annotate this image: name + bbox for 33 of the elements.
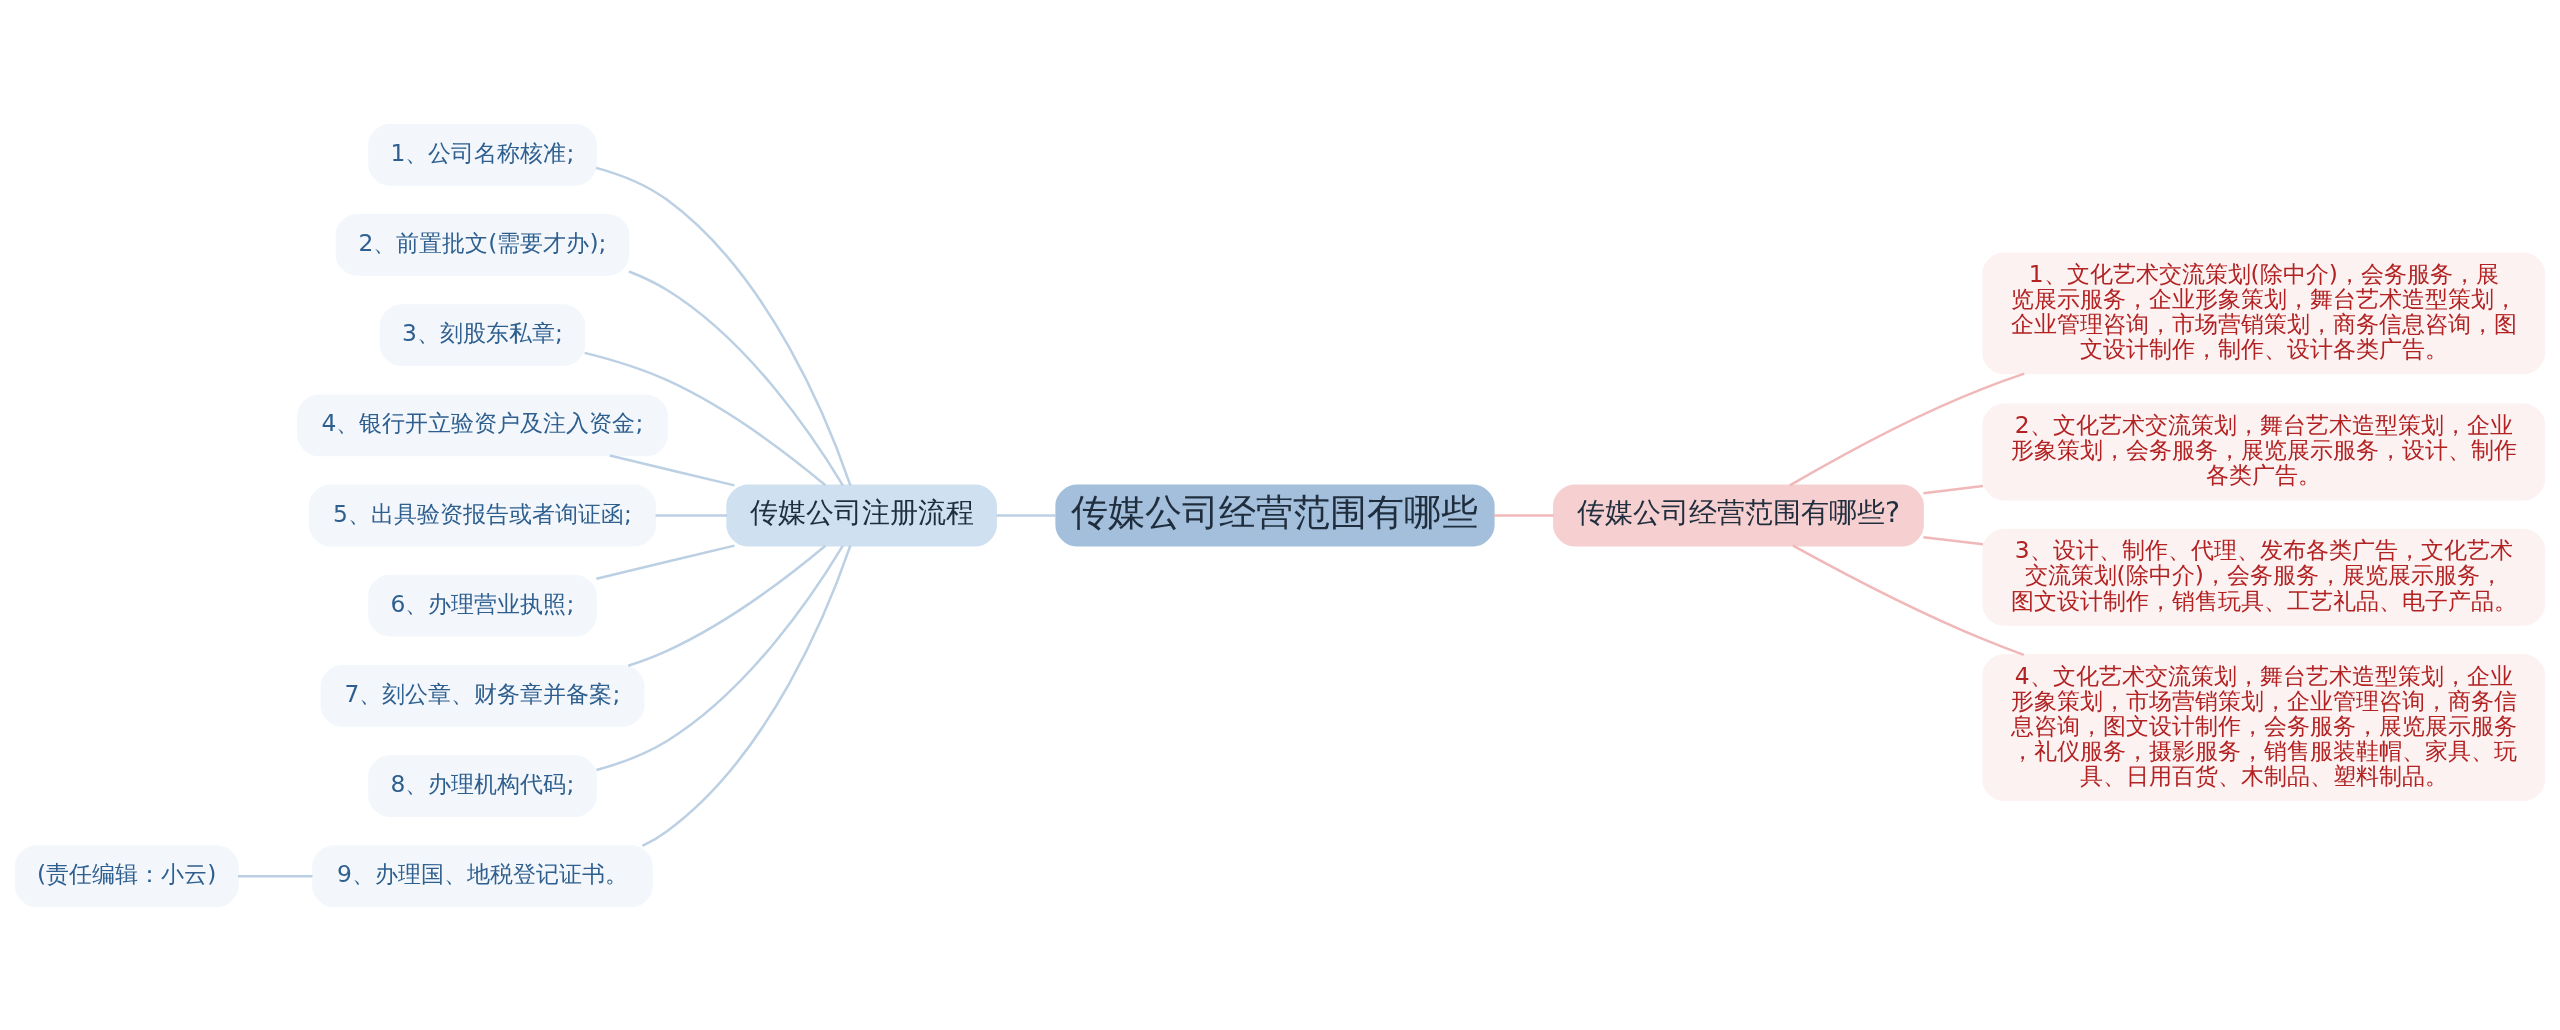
- node-box: 2、文化艺术交流策划，舞台艺术造型策划，企业形象策划，会务服务，展览展示服务，设计、制作各类广告。: [1982, 403, 2546, 500]
- connector: [584, 351, 827, 486]
- connector: [1493, 513, 1554, 517]
- node-box: 5、出具验资报告或者询证函;: [308, 484, 657, 546]
- connector: [1923, 535, 1984, 545]
- node-box: 3、设计、制作、代理、发布各类广告，文化艺术交流策划(除中介)，会务服务，展览展示服务，图文设计制作，销售玩具、工艺礼品、电子产品。: [1982, 528, 2546, 626]
- node-box: 6、办理营业执照;: [368, 574, 597, 637]
- node-box: 1、公司名称核准;: [368, 123, 597, 186]
- node-box: 传媒公司经营范围有哪些: [1055, 484, 1495, 546]
- connector: [641, 544, 852, 847]
- connector: [1923, 484, 1984, 494]
- node-box: 3、刻股东私章;: [379, 303, 586, 366]
- connector: [238, 874, 313, 877]
- node-box: 2、前置批文(需要才办);: [335, 213, 630, 276]
- node-box: 7、刻公章、财务章并备案;: [320, 664, 645, 727]
- connector: [996, 513, 1057, 517]
- connector: [609, 453, 735, 487]
- connector: [1792, 543, 2025, 656]
- node-box: 4、文化艺术交流策划，舞台艺术造型策划，企业形象策划，市场营销策划，企业管理咨询，商务信息咨询，图文设计制作，会务服务，展览展示服务，礼仪服务，摄影服务，销售服装鞋帽、家具、玩具、日用百货、木制品、塑料制品。: [1982, 653, 2546, 801]
- connector: [627, 544, 827, 667]
- node-box: (责任编辑：小云): [14, 844, 239, 907]
- node-box: 8、办理机构代码;: [368, 754, 597, 817]
- node-box: 1、文化艺术交流策划(除中介)，会务服务，展览展示服务，企业形象策划，舞台艺术造型策划，企业管理咨询，市场营销策划，商务信息咨询，图文设计制作，制作、设计各类广告。: [1982, 251, 2546, 374]
- node-box: 传媒公司经营范围有哪些?: [1553, 484, 1924, 546]
- node-box: 9、办理国、地税登记证书。: [312, 844, 653, 907]
- connector: [1789, 372, 2025, 486]
- connector: [655, 513, 728, 517]
- node-box: 4、银行开立验资户及注入资金;: [297, 393, 668, 456]
- node-box: 传媒公司注册流程: [726, 484, 997, 546]
- connector: [596, 544, 844, 771]
- connector: [628, 269, 844, 486]
- connector: [595, 166, 852, 486]
- connector: [596, 543, 735, 580]
